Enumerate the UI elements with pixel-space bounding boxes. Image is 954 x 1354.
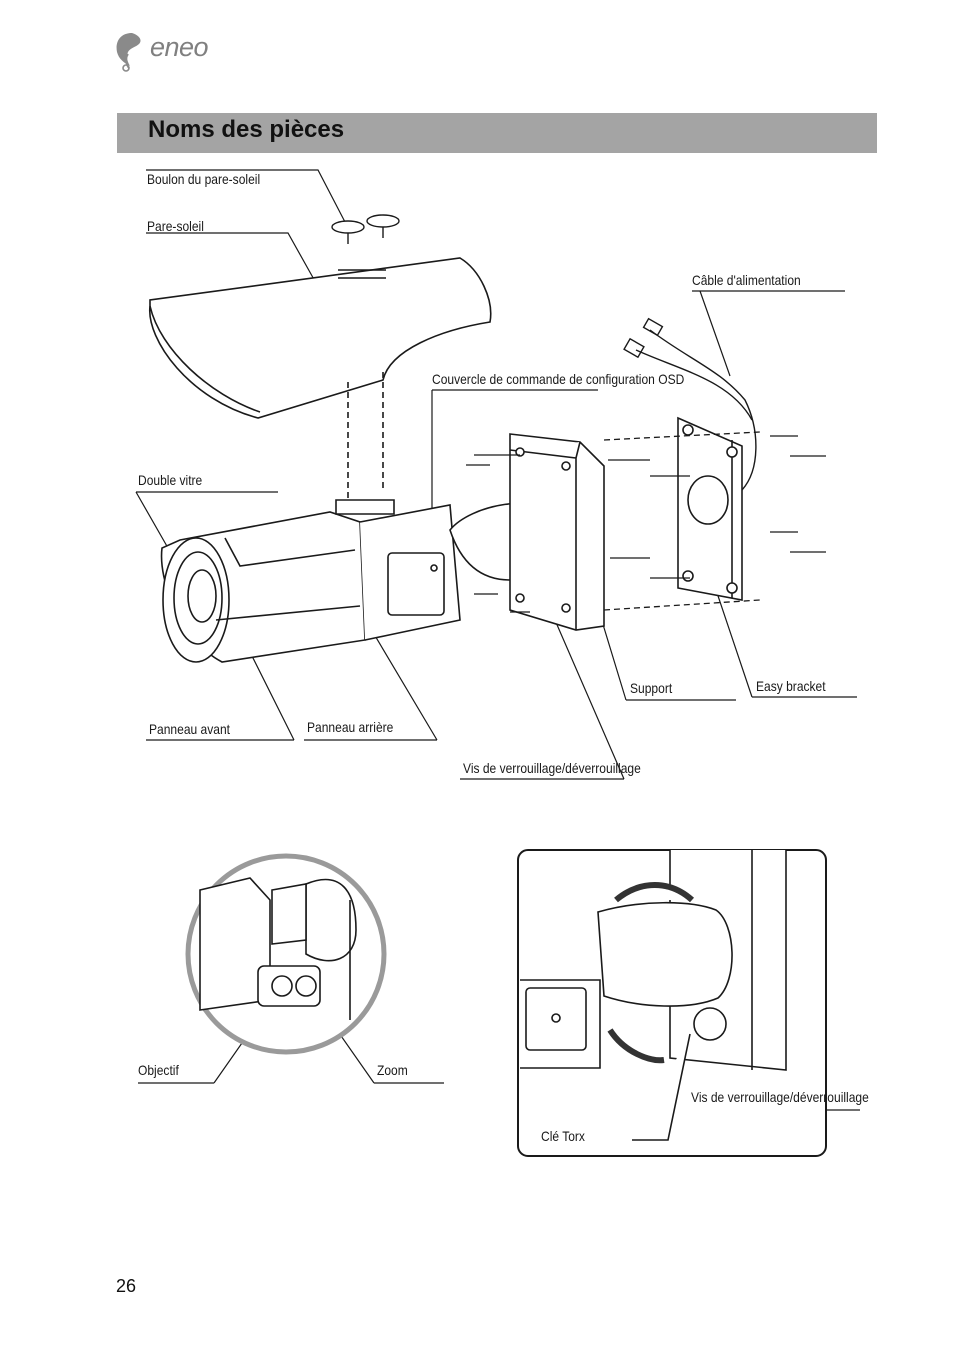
label-rear-panel: Panneau arrière (307, 719, 394, 735)
mounting-screws (466, 431, 826, 613)
label-front-panel: Panneau avant (149, 721, 231, 737)
power-cable (623, 317, 757, 491)
label-osd-cover: Couvercle de commande de configuration O… (432, 371, 685, 387)
brand-name: eneo (150, 32, 209, 62)
label-sunshield: Pare-soleil (147, 218, 204, 234)
section-title-bar (117, 113, 877, 153)
eneo-logo (112, 30, 222, 72)
label-lens: Objectif (138, 1062, 179, 1078)
easy-bracket (677, 416, 743, 601)
label-power-cable: Câble d'alimentation (692, 272, 801, 288)
sunshield-bolts (331, 214, 400, 244)
label-support: Support (630, 680, 673, 696)
label-torx-key: Clé Torx (541, 1128, 585, 1144)
label-lock-screw: Vis de verrouillage/déverrouillage (463, 760, 641, 776)
label-double-glass: Double vitre (138, 472, 203, 488)
label-easy-bracket: Easy bracket (756, 678, 826, 694)
lens-zoom-detail (185, 853, 387, 1055)
page-number: 26 (116, 1276, 137, 1296)
torx-detail (517, 849, 827, 1157)
label-zoom: Zoom (377, 1062, 408, 1078)
label-lock-screw-detail: Vis de verrouillage/déverrouillage (691, 1089, 869, 1105)
camera-body (160, 499, 564, 663)
label-sunshield-bolt: Boulon du pare-soleil (147, 171, 261, 187)
section-title: Noms des pièces (148, 116, 345, 143)
eneo-logo-mark-icon (116, 33, 141, 72)
sunshield-shape (149, 257, 492, 500)
support-bracket (509, 433, 605, 631)
